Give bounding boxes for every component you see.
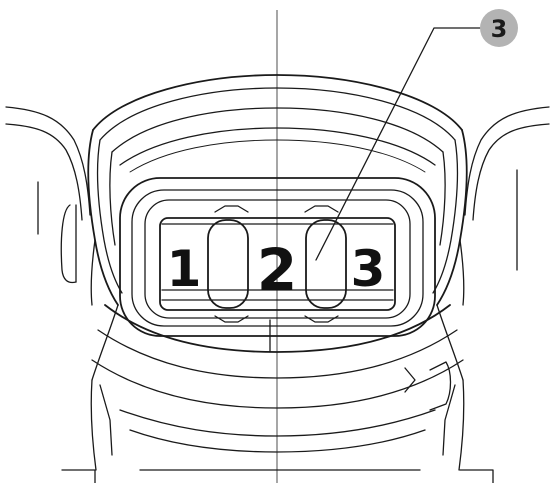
callout-leader-line: [315, 27, 485, 261]
right-flange: [464, 106, 550, 271]
left-housing: [60, 129, 123, 306]
selector-position-1: 1: [167, 240, 202, 298]
lower-collar: [91, 304, 464, 409]
callout-number: 3: [491, 15, 508, 43]
selector-position-3: 3: [351, 240, 386, 298]
left-flange: [5, 106, 91, 235]
upper-guard: [92, 74, 463, 173]
selector-position-2: 2: [257, 236, 297, 304]
selector-window-frame: [119, 177, 436, 337]
right-housing: [432, 129, 468, 306]
lower-body: [61, 361, 494, 483]
selector-barrel: [159, 205, 396, 323]
callout-circle: [480, 9, 518, 47]
